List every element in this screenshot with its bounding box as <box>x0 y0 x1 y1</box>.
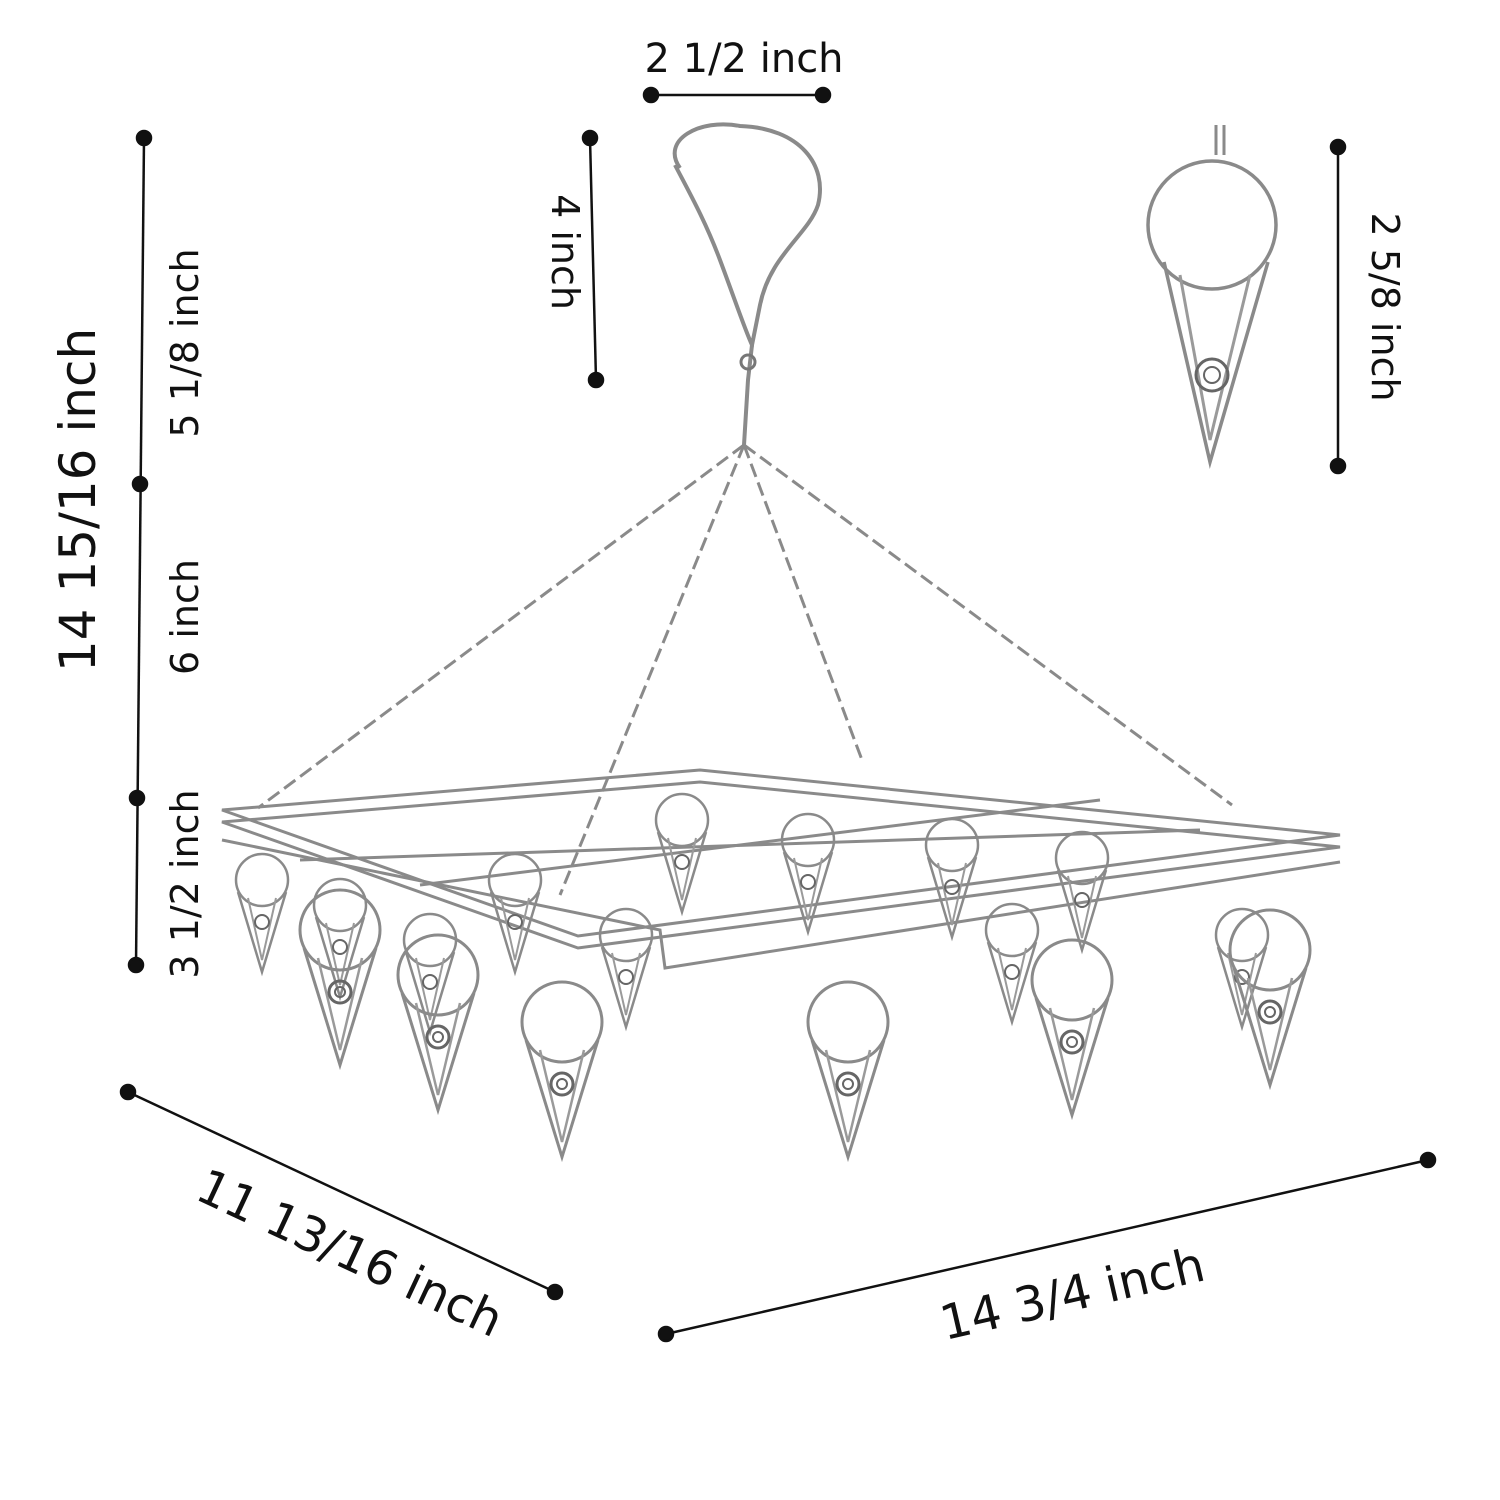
chain-height-label: 6 inch <box>163 559 207 675</box>
clip <box>1228 908 1312 1087</box>
clip <box>312 877 368 999</box>
hook <box>672 122 822 352</box>
clip-height-label: 2 5/8 inch <box>1363 212 1407 401</box>
hook-width-label: 2 1/2 inch <box>644 36 843 82</box>
hook-height-label: 4 inch <box>543 194 587 310</box>
clip-drop-label: 3 1/2 inch <box>163 789 207 978</box>
clip <box>520 980 604 1159</box>
frame <box>221 768 1341 970</box>
total-height-label: 14 15/16 inch <box>49 328 107 672</box>
upper-height-label: 5 1/8 inch <box>163 248 207 437</box>
dimension-lines <box>119 86 1437 1343</box>
clip <box>1054 830 1110 952</box>
clip <box>1030 938 1114 1117</box>
chains <box>257 443 1233 896</box>
hanger-illustration <box>221 122 1341 1159</box>
clip <box>298 888 382 1067</box>
depth-label: 11 13/16 inch <box>188 1158 511 1348</box>
clip-detail <box>1146 125 1278 469</box>
clip <box>984 902 1040 1024</box>
clip <box>806 980 890 1159</box>
width-label: 14 3/4 inch <box>935 1237 1210 1352</box>
clip <box>234 852 290 974</box>
